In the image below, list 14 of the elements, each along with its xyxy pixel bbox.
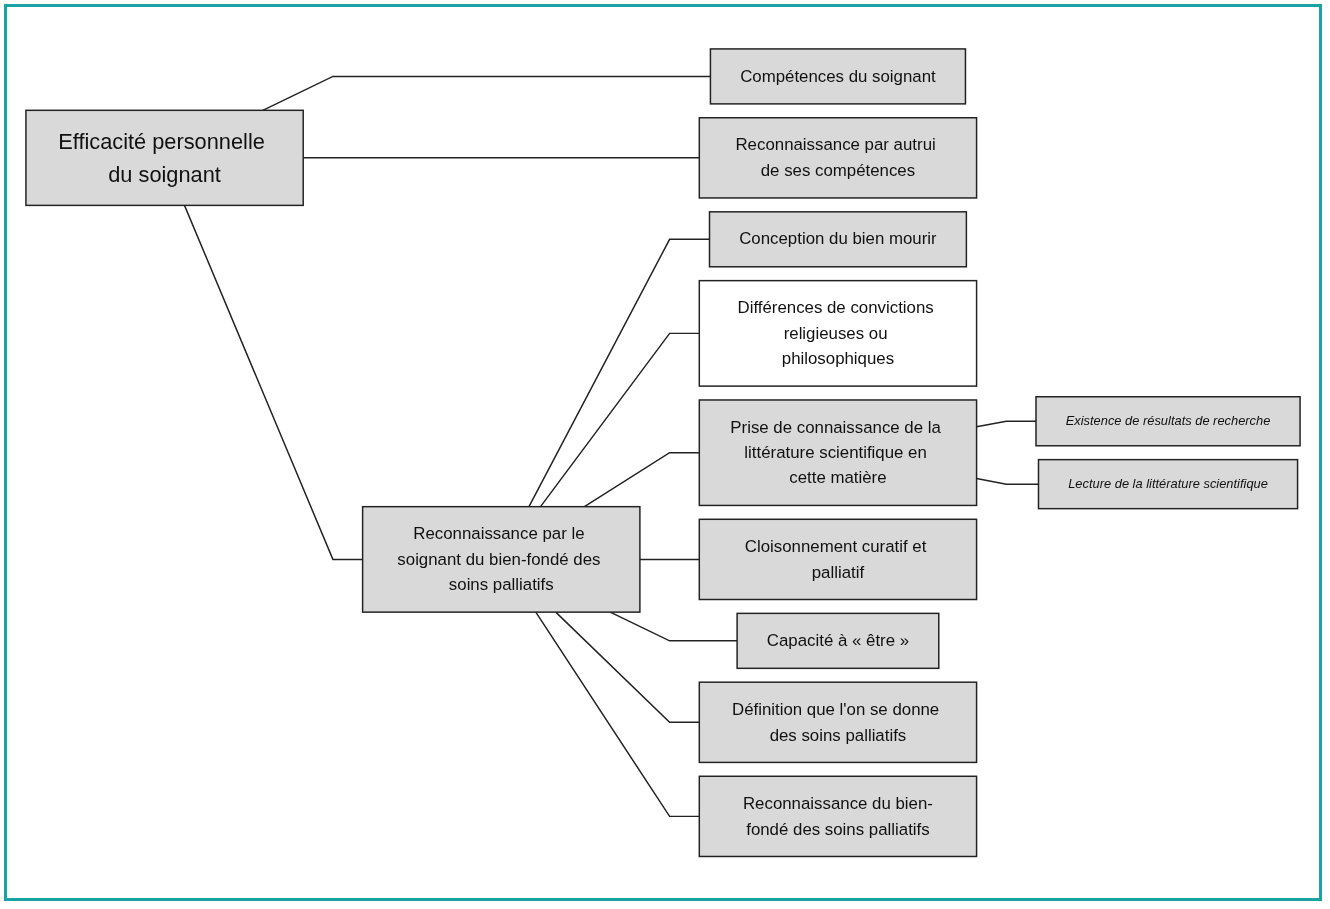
node-box: Reconnaissance par autrui de ses compétences — [698, 116, 978, 199]
node-box: Différences de convictions religieuses ou philosophiques — [698, 279, 978, 387]
node-box: Cloisonnement curatif et palliatif — [698, 518, 978, 601]
node-box: Conception du bien mourir — [708, 210, 968, 268]
node-box: Lecture de la littérature scientifique — [1037, 458, 1299, 510]
node-box: Existence de résultats de recherche — [1035, 395, 1301, 447]
node-box: Définition que l'on se donne des soins palliatifs — [698, 681, 978, 763]
node-box: Efficacité personnelle du soignant — [25, 109, 304, 206]
node-box: Capacité à « être » — [736, 612, 940, 669]
node-box: Reconnaissance par le soignant du bien-fondé des soins palliatifs — [361, 505, 641, 613]
connector — [609, 611, 738, 642]
node-box: Reconnaissance du bien-fondé des soins palliatifs — [698, 775, 978, 858]
node-box: Prise de connaissance de la littérature scientifique en cette matière — [698, 399, 978, 506]
node-box: Compétences du soignant — [709, 47, 967, 105]
